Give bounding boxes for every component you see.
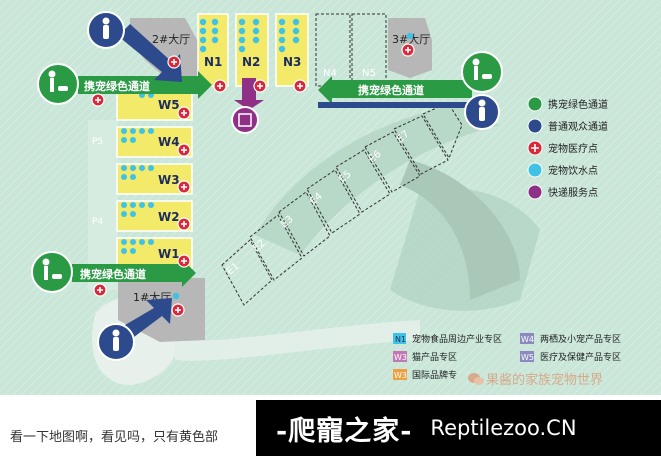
zone-n5-label: N5: [362, 68, 376, 79]
svg-text:W3: W3: [394, 371, 407, 380]
reptilezoo-banner: -爬寵之家- Reptilezoo.CN: [256, 400, 661, 456]
legend-medical-label: 宠物医疗点: [548, 142, 598, 155]
banner-site-url: Reptilezoo.CN: [430, 416, 577, 440]
zone-e2: [249, 214, 303, 281]
zone-e1: [221, 239, 273, 306]
pet-route-icon-top-left: [37, 63, 79, 105]
zone-w3-label: W3: [158, 173, 180, 187]
zone-key-w3-cat: W3 猫产品专区: [393, 351, 457, 363]
article-caption: 看一下地图啊，看见吗，只有黄色部: [10, 430, 219, 445]
public-route-arrow-bottom: [120, 298, 172, 340]
zone-n3-label: N3: [283, 55, 301, 69]
zone-n4-label: N4: [323, 68, 337, 79]
p5-label: P5: [92, 137, 103, 147]
public-route-icon-bottom: [97, 323, 135, 361]
zone-w1: W1: [116, 237, 193, 269]
water-points-north: [199, 18, 300, 53]
courier-icon: [231, 106, 259, 134]
west-strip: [88, 120, 118, 290]
legend-symbols: 携宠绿色通道 普通观众通道 宠物医疗点 宠物饮水点 快递服务点: [527, 96, 608, 200]
zone-key-w5: W5 医疗及保健产品专区: [520, 351, 621, 363]
legend-public-route: 普通观众通道: [527, 118, 608, 134]
expo-map: 2#大厅 3#大厅 1#大厅 N1 N2 N3 N4 N5 W5: [0, 0, 661, 395]
zone-key-n1: N1 宠物食品周边产业专区: [393, 333, 502, 345]
p4-label: P4: [92, 217, 103, 227]
hall-2-label: 2#大厅: [152, 32, 190, 46]
legend-water-label: 宠物饮水点: [548, 164, 598, 177]
pet-route-east: 携宠绿色通道: [318, 76, 472, 104]
pet-route-label-west-bottom: 携宠绿色通道: [80, 267, 146, 281]
pet-route-label-east: 携宠绿色通道: [358, 83, 424, 97]
legend-courier-label: 快递服务点: [548, 186, 598, 199]
zone-key-w4-label: 两栖及小宠产品专区: [540, 333, 621, 345]
wechat-icon: [468, 373, 484, 385]
public-route-arrow-top: [118, 24, 182, 82]
east-grey-wedge: [400, 160, 520, 300]
pet-route-label-west-top: 携宠绿色通道: [84, 79, 150, 93]
zone-e5: [335, 149, 391, 213]
courier-arrow: [234, 78, 264, 110]
banner-logo: -爬寵之家-: [276, 415, 413, 447]
public-route-icon-right: [464, 94, 500, 130]
zone-e6: [364, 131, 421, 193]
zone-key-w3-intl: W3 国际品牌专: [393, 369, 457, 381]
svg-text:W3: W3: [394, 353, 407, 362]
legend-zone-keys: N1 宠物食品周边产业专区 W4 两栖及小宠产品专区 W3 猫产品专区 W5 医…: [393, 333, 621, 381]
zone-key-w3-intl-label: 国际品牌专: [412, 369, 457, 381]
zone-key-w3-cat-label: 猫产品专区: [412, 351, 457, 363]
public-route-icon-top: [87, 11, 125, 49]
zone-e3: [278, 191, 331, 257]
water-points-west: [121, 92, 154, 254]
watermark-text: 果酱的家族宠物世界: [486, 373, 604, 388]
water-point-hall3: [406, 32, 414, 40]
zone-key-n1-label: 宠物食品周边产业专区: [412, 333, 502, 345]
water-point-hall1: [172, 292, 180, 300]
zone-n1-label: N1: [204, 55, 222, 69]
hall-2-building: [130, 18, 200, 86]
legend-medical: 宠物医疗点: [527, 140, 598, 156]
zone-n1: N1: [197, 13, 229, 87]
legend-pet-route-label: 携宠绿色通道: [548, 98, 608, 111]
lower-road: [175, 320, 420, 361]
public-route-bar-east: [318, 102, 468, 108]
zone-w5-label: W5: [158, 98, 180, 112]
legend-water: 宠物饮水点: [527, 162, 598, 178]
svg-text:W5: W5: [521, 353, 534, 362]
zone-key-w4: W4 两栖及小宠产品专区: [520, 333, 621, 345]
legend-courier: 快递服务点: [527, 184, 598, 200]
zone-n2-label: N2: [242, 55, 260, 69]
east-hall-outline: [255, 105, 500, 255]
zone-e4: [306, 169, 361, 234]
east-zones: [221, 102, 463, 306]
pet-route-icon-bottom-left: [31, 251, 73, 293]
zone-e7: [393, 115, 449, 175]
legend-pet-route: 携宠绿色通道: [527, 96, 608, 112]
medical-points: [91, 43, 415, 317]
svg-text:N1: N1: [395, 335, 406, 344]
zone-w1-label: W1: [158, 247, 180, 261]
legend-public-route-label: 普通观众通道: [548, 120, 608, 133]
zone-e-extra: [422, 102, 463, 160]
zone-w4: W4: [116, 126, 193, 158]
zone-key-w5-label: 医疗及保健产品专区: [540, 351, 621, 363]
svg-text:W4: W4: [521, 335, 534, 344]
zone-w4-label: W4: [158, 135, 180, 149]
pet-route-icon-right: [461, 51, 503, 93]
zone-w2-label: W2: [158, 210, 180, 224]
